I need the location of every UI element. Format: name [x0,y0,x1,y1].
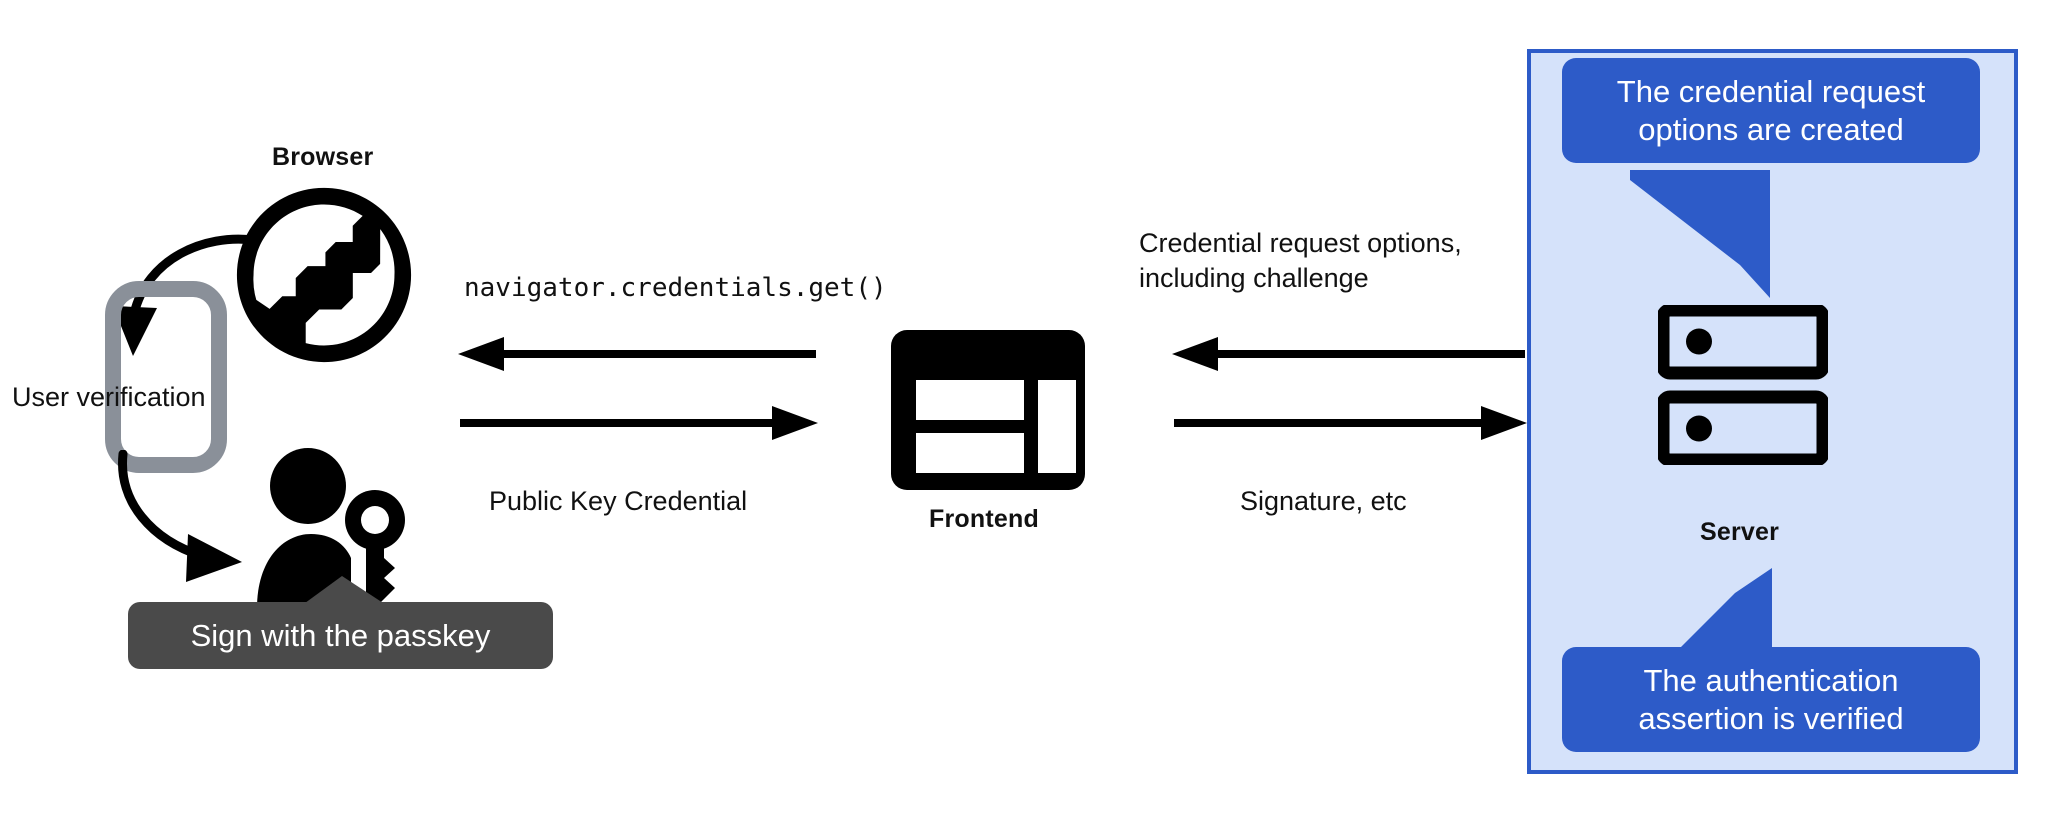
arrow-phone-to-user [118,450,242,582]
server-rack-icon [1658,305,1828,465]
arrow-frontend-to-server [1174,406,1527,440]
web-layout-icon [891,330,1085,490]
flow-right-label-signature: Signature, etc [1240,486,1407,516]
callout-tail-top [1630,170,1770,298]
flow-left-label-public-key-credential: Public Key Credential [489,486,748,516]
frontend-label: Frontend [929,505,1039,533]
arrow-frontend-to-browser [458,337,816,371]
globe-icon [229,180,419,370]
flow-left-label-get: navigator.credentials.get() [464,273,887,303]
browser-label: Browser [272,143,374,171]
person-with-key-icon [253,448,413,613]
callout-top-text: The credential request options are creat… [1616,73,1926,147]
passkey-tooltip: Sign with the passkey [128,602,553,669]
server-label: Server [1700,518,1780,546]
smartphone-icon [105,281,227,473]
passkey-tooltip-text: Sign with the passkey [190,617,491,653]
arrow-browser-to-frontend [460,406,818,440]
callout-authentication-assertion: The authentication assertion is verified [1562,647,1980,752]
arrow-server-to-frontend [1172,337,1525,371]
callout-bottom-text: The authentication assertion is verified [1638,662,1904,736]
flow-right-label-credential-options: Credential request options, including ch… [1139,226,1462,295]
user-verification-label: User verification [12,382,206,412]
flow-right-label-line2: including challenge [1139,262,1369,293]
flow-right-label-line1: Credential request options, [1139,228,1462,258]
callout-credential-request-options: The credential request options are creat… [1562,58,1980,163]
